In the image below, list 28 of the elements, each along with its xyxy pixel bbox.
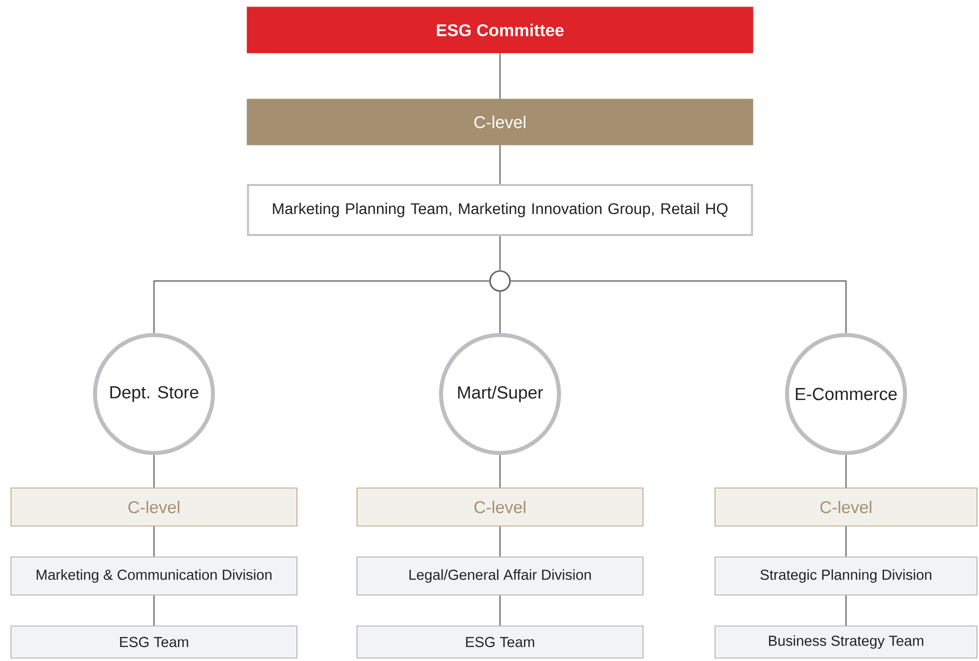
process-box: C-level [714,488,978,526]
process-box: Business Strategy Team [714,626,978,658]
connector-line [499,526,501,557]
junction-circle [489,270,511,292]
connector-line [153,595,155,626]
connector-line [845,595,847,626]
connector-line [499,145,501,184]
process-box: ESG Team [356,626,644,658]
connector-line [510,280,847,333]
connector-line [499,53,501,99]
connector-line [153,280,490,333]
connector-line [845,526,847,557]
process-box: Marketing Planning Team, Marketing Innovation Group, Retail HQ [247,184,753,236]
process-box: C-level [356,488,644,526]
process-box: ESG Committee [246,6,754,54]
process-box: Strategic Planning Division [714,556,978,596]
process-box: ESG Team [10,626,298,658]
process-box: Legal/General Affair Division [356,556,644,596]
connector-line [499,292,501,333]
connector-line [153,455,155,488]
connector-line [499,236,501,270]
process-box: Marketing & Communication Division [10,556,298,596]
connector-line [499,455,501,488]
process-box: C-level [10,488,298,526]
connector-line [153,526,155,557]
connector-line [499,595,501,626]
connector-line [845,455,847,488]
process-box: C-level [246,98,754,146]
